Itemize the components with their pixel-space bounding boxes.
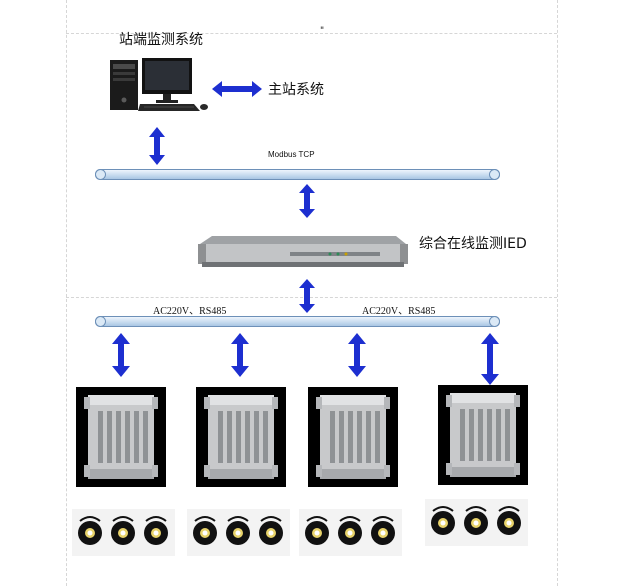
probe-group-1 xyxy=(72,509,175,556)
sensor-unit-3 xyxy=(308,387,398,487)
guide-line-left xyxy=(66,0,67,586)
sensor-unit-4 xyxy=(438,385,528,485)
guide-line-right xyxy=(557,0,558,586)
guide-line-mid xyxy=(66,297,557,298)
arrow-computer-bus xyxy=(147,127,167,165)
modbus-tcp-bus xyxy=(95,169,500,180)
master-system-label: 主站系统 xyxy=(268,82,324,98)
guide-line-top xyxy=(66,33,557,34)
bus-label-left: AC220V、RS485 xyxy=(153,306,227,317)
arrow-bus-sensor-3 xyxy=(346,333,368,377)
arrow-bus-ied xyxy=(297,184,317,218)
ied-label: 综合在线监测IED xyxy=(419,236,527,252)
modbus-tcp-label: Modbus TCP xyxy=(268,150,315,159)
computer-icon xyxy=(108,56,210,114)
probe-group-4 xyxy=(425,499,528,546)
arrow-bus-sensor-4 xyxy=(479,333,501,385)
station-system-label: 站端监测系统 xyxy=(119,32,203,48)
arrow-bus-sensor-2 xyxy=(229,333,251,377)
power-rs485-bus xyxy=(95,316,500,327)
sensor-unit-1 xyxy=(76,387,166,487)
stray-mark: " xyxy=(320,26,325,36)
arrow-bus-sensor-1 xyxy=(110,333,132,377)
ied-device-image xyxy=(198,232,408,272)
bus-label-right: AC220V、RS485 xyxy=(362,306,436,317)
probe-group-2 xyxy=(187,509,290,556)
arrow-computer-master xyxy=(212,79,262,99)
probe-group-3 xyxy=(299,509,402,556)
sensor-unit-2 xyxy=(196,387,286,487)
arrow-ied-bus xyxy=(297,279,317,313)
